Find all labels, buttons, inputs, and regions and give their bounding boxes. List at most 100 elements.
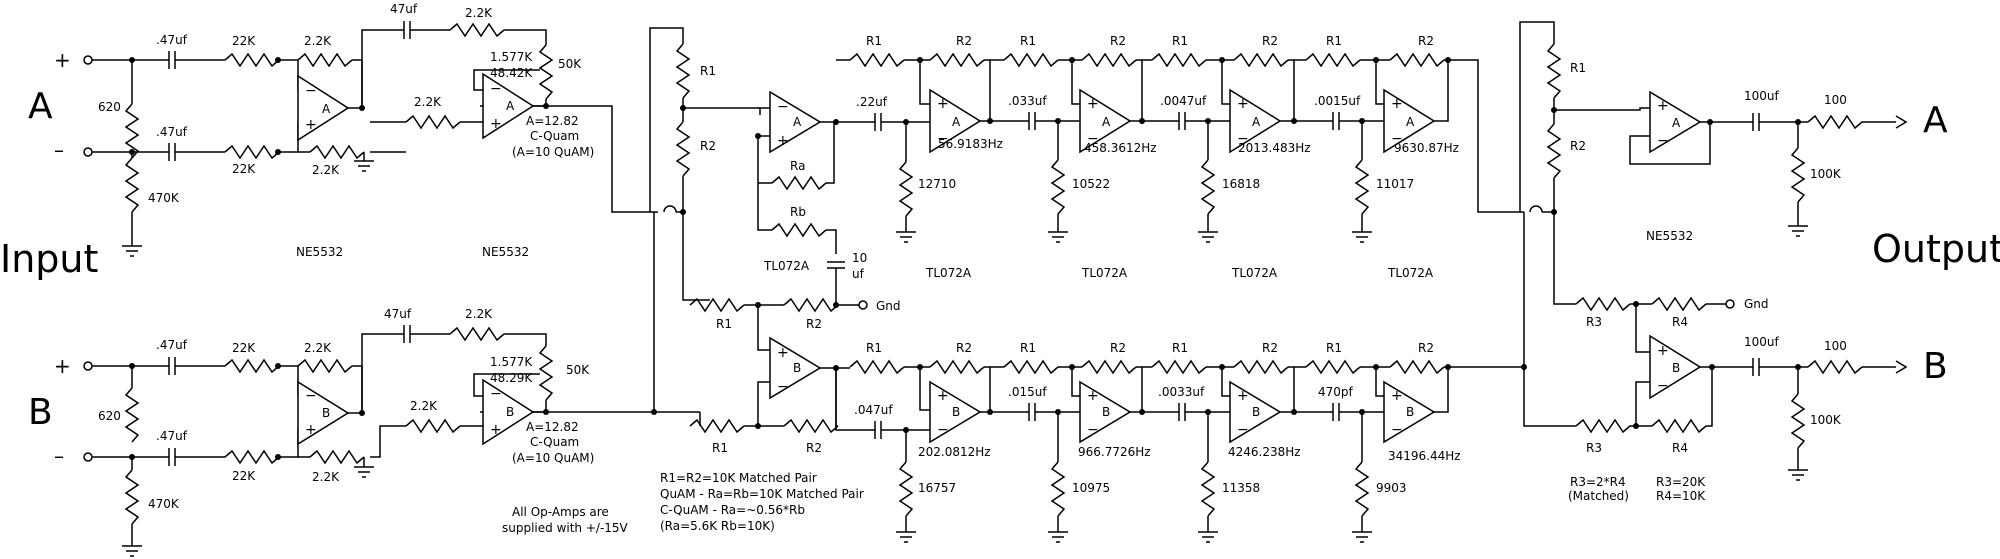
res-label: R1 xyxy=(1020,34,1036,48)
res-label: R2 xyxy=(1418,341,1434,355)
cap-label: .47uf xyxy=(156,338,188,352)
gnd-label: Gnd xyxy=(876,299,901,313)
opamp-label: B xyxy=(322,406,330,420)
note-line: C-QuAM - Ra=~0.56*Rb xyxy=(660,503,805,517)
note-line: QuAM - Ra=Rb=10K Matched Pair xyxy=(660,487,864,501)
opamp-label: B xyxy=(952,405,960,419)
res-label: R2 xyxy=(806,441,822,455)
svg-text:+: + xyxy=(1391,96,1403,112)
input-title: Input xyxy=(0,237,98,281)
svg-text:−: − xyxy=(490,386,502,402)
res-label: 100 xyxy=(1824,339,1847,353)
res-label: 100K xyxy=(1810,413,1842,427)
svg-text:−: − xyxy=(937,131,949,147)
gain-label: A=12.82 xyxy=(526,114,579,128)
input-a-plus: + xyxy=(54,48,71,72)
res-label: 9903 xyxy=(1376,481,1407,495)
freq-label: 34196.44Hz xyxy=(1388,449,1461,463)
res-label: R4 xyxy=(1672,441,1688,455)
res-label: R1 xyxy=(1326,34,1342,48)
gnd-label: Gnd xyxy=(1744,297,1769,311)
res-label: R2 xyxy=(1110,341,1126,355)
svg-text:−: − xyxy=(1237,422,1249,438)
pot-label: 1.577K xyxy=(490,355,533,369)
r620-label: 620 xyxy=(98,100,121,114)
channel-a-output-label: A xyxy=(1923,100,1948,141)
svg-text:−: − xyxy=(1391,131,1403,147)
svg-text:−: − xyxy=(1391,422,1403,438)
allpass-chain-a: .22uf 12710 +− A 56.9183Hz R1 R2 TL072A … xyxy=(836,34,1520,280)
res-label: 11017 xyxy=(1376,177,1414,191)
svg-text:−: − xyxy=(1657,378,1669,394)
opamp-label: A xyxy=(506,99,515,113)
res-label: R1 xyxy=(866,34,882,48)
freq-label: 2013.483Hz xyxy=(1238,141,1311,155)
res-label: Ra xyxy=(790,159,805,173)
res-label: R1 xyxy=(1570,61,1586,75)
output-stage: R1 R2 +− A 100uf 100 100K NE5532 R3 R4 xyxy=(1519,21,1908,481)
opamp-label: A xyxy=(1406,115,1415,129)
res-label: 22K xyxy=(232,162,256,176)
svg-text:+: + xyxy=(1657,98,1669,114)
svg-text:−: − xyxy=(490,81,502,97)
res-label: 22K xyxy=(232,469,256,483)
cap-label: .0033uf xyxy=(1158,385,1205,399)
gain-label: (A=10 QuAM) xyxy=(512,451,594,465)
cap-label: uf xyxy=(852,267,865,281)
allpass-chain-b: R1 R2 .047uf 16757 +− B 202.0812Hz .015u… xyxy=(835,341,1520,543)
cap-label: .47uf xyxy=(156,33,188,47)
svg-text:+: + xyxy=(1087,388,1099,404)
svg-text:+: + xyxy=(1657,343,1669,359)
opamp-label: B xyxy=(793,361,801,375)
svg-text:−: − xyxy=(1087,422,1099,438)
svg-text:−: − xyxy=(1087,131,1099,147)
input-a-plus-terminal xyxy=(83,55,93,65)
svg-text:−: − xyxy=(1237,131,1249,147)
opamp-label: B xyxy=(506,405,514,419)
opamp-label: B xyxy=(1252,405,1260,419)
svg-text:+: + xyxy=(490,422,502,438)
gain-label: (A=10 QuAM) xyxy=(512,145,594,159)
res-label: 2.2K xyxy=(312,163,340,177)
channel-a-input-label: A xyxy=(28,86,53,127)
pot-label: 1.577K xyxy=(490,50,533,64)
res-label: 16757 xyxy=(918,481,956,495)
opamp-label: B xyxy=(1406,405,1414,419)
ic-label: TL072A xyxy=(1387,266,1434,280)
res-label: R1 xyxy=(716,317,732,331)
cap-label: 100uf xyxy=(1744,335,1780,349)
input-b-minus-terminal xyxy=(83,452,93,462)
res-label: R1 xyxy=(1020,341,1036,355)
r470k-label: 470K xyxy=(148,497,180,511)
pot-label: 48.29K xyxy=(490,371,533,385)
res-label: R2 xyxy=(700,139,716,153)
note-line: R1=R2=10K Matched Pair xyxy=(660,471,817,485)
opamp-label: A xyxy=(1252,115,1261,129)
cap-label: 100uf xyxy=(1744,89,1780,103)
channel-b-output-label: B xyxy=(1923,346,1948,387)
ic-label: TL072A xyxy=(1231,266,1278,280)
svg-text:−: − xyxy=(777,99,789,115)
input-a-minus: – xyxy=(54,138,64,162)
note-line: R3=20K xyxy=(1656,475,1706,489)
cap-label: 10 xyxy=(852,251,867,265)
svg-text:+: + xyxy=(1237,388,1249,404)
res-label: 10975 xyxy=(1072,481,1110,495)
svg-text:+: + xyxy=(305,117,317,133)
res-label: 11358 xyxy=(1222,481,1260,495)
opamp-label: A xyxy=(952,115,961,129)
note-line: (Ra=5.6K Rb=10K) xyxy=(660,519,775,533)
res-label: R2 xyxy=(1262,34,1278,48)
res-label: R2 xyxy=(956,341,972,355)
gain-label: C-Quam xyxy=(530,435,579,449)
input-b-minus: – xyxy=(54,444,64,468)
svg-text:+: + xyxy=(777,133,789,149)
opamp-label: B xyxy=(1102,405,1110,419)
cap-label: .033uf xyxy=(1008,94,1047,108)
input-a-minus-terminal xyxy=(83,147,93,157)
note-line: (Matched) xyxy=(1568,489,1629,503)
freq-label: 9630.87Hz xyxy=(1394,141,1459,155)
ic-label: NE5532 xyxy=(482,245,529,259)
svg-text:−: − xyxy=(1657,133,1669,149)
